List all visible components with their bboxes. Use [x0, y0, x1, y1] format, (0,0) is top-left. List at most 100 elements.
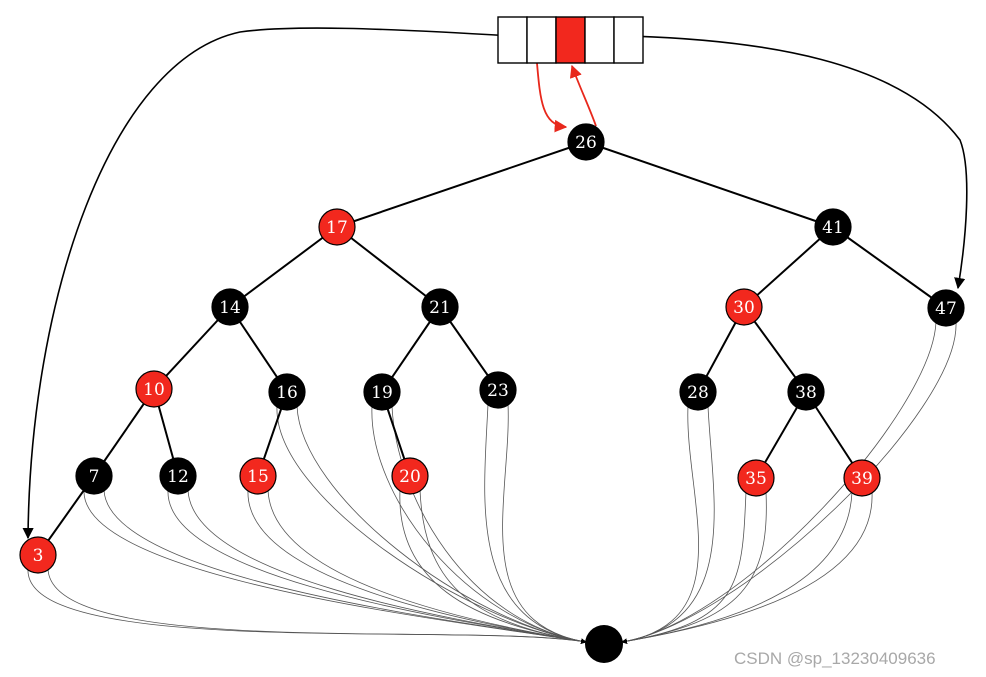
tree-node-7: 7 [75, 457, 113, 495]
node-circle-20 [391, 457, 429, 495]
node-circle-35 [737, 459, 775, 497]
node-label-14: 14 [219, 298, 241, 318]
node-circle-7 [75, 457, 113, 495]
node-label-15: 15 [247, 467, 269, 487]
tree-node-39: 39 [843, 459, 881, 497]
node-circle-3 [19, 536, 57, 574]
nil-link-15-left [247, 489, 587, 643]
tree-node-21: 21 [421, 288, 459, 326]
node-circle-14 [211, 288, 249, 326]
tree-node-38: 38 [787, 373, 825, 411]
tree-node-47: 47 [927, 289, 965, 327]
node-label-41: 41 [822, 218, 844, 238]
node-circle-17 [318, 208, 356, 246]
node-circle-23 [479, 371, 517, 409]
tree-node-23: 23 [479, 371, 517, 409]
nil-link-16-left [276, 405, 587, 643]
nil-link-7-right [103, 489, 587, 644]
node-label-39: 39 [851, 469, 873, 489]
node-label-21: 21 [429, 298, 451, 318]
tree-node-12: 12 [159, 457, 197, 495]
nil-link-3-right [47, 568, 587, 644]
nil-link-39-left [621, 491, 853, 643]
header-cell-1 [497, 16, 528, 64]
nil-link-16-right [296, 405, 587, 644]
node-label-23: 23 [487, 381, 509, 401]
nil-link-28-right [621, 405, 715, 644]
tree-node-28: 28 [679, 373, 717, 411]
node-label-28: 28 [687, 383, 709, 403]
tree-node-19: 19 [363, 373, 401, 411]
tree-node-3: 3 [19, 536, 57, 574]
edge-41-47 [832, 226, 947, 309]
tree-node-17: 17 [318, 208, 356, 246]
node-circle-12 [159, 457, 197, 495]
header-cell-3 [555, 16, 586, 64]
nil-sentinel-node [585, 625, 623, 663]
tree-node-10: 10 [135, 370, 173, 408]
node-circle-19 [363, 373, 401, 411]
node-label-3: 3 [33, 546, 44, 566]
nil-link-28-left [621, 405, 699, 643]
nil-link-19-right [391, 405, 587, 644]
node-circle-26 [567, 123, 605, 161]
header-cell-2 [526, 16, 557, 64]
nil-link-23-right [502, 403, 587, 644]
edge-17-14 [229, 226, 338, 308]
edge-17-21 [336, 226, 441, 308]
nil-link-35-right [621, 491, 767, 644]
node-label-17: 17 [326, 218, 348, 238]
header-cell-4 [584, 16, 615, 64]
edge-41-30 [743, 226, 834, 308]
node-label-47: 47 [935, 299, 957, 319]
node-label-7: 7 [89, 467, 100, 487]
watermark-text: CSDN @sp_13230409636 [734, 649, 936, 668]
node-label-26: 26 [575, 133, 597, 153]
nil-link-47-right [621, 321, 957, 644]
rightmost-pointer [629, 35, 968, 290]
header-pointer-layer [22, 27, 968, 540]
header-cell-5 [613, 16, 644, 64]
tree-node-14: 14 [211, 288, 249, 326]
node-label-16: 16 [276, 383, 298, 403]
nil-link-15-right [267, 489, 587, 644]
node-circle-28 [679, 373, 717, 411]
header-node [497, 16, 644, 64]
nil-link-20-left [399, 489, 587, 643]
nil-link-47-left [621, 321, 937, 643]
edge-26-17 [336, 141, 587, 228]
node-label-12: 12 [167, 467, 189, 487]
nil-link-layer [27, 321, 957, 644]
tree-node-26: 26 [567, 123, 605, 161]
nil-link-7-left [83, 489, 587, 643]
node-circle-10 [135, 370, 173, 408]
tree-node-15: 15 [239, 457, 277, 495]
nil-link-23-left [484, 403, 587, 643]
node-circle-47 [927, 289, 965, 327]
node-circle-16 [268, 373, 306, 411]
tree-node-20: 20 [391, 457, 429, 495]
nil-link-39-right [621, 491, 873, 644]
tree-node-16: 16 [268, 373, 306, 411]
edge-14-10 [153, 306, 231, 390]
node-label-30: 30 [733, 298, 755, 318]
node-circle-39 [843, 459, 881, 497]
node-circle-41 [814, 208, 852, 246]
root-pointer [535, 51, 568, 133]
node-circle-38 [787, 373, 825, 411]
edge-26-41 [585, 141, 834, 228]
parent-pointer [569, 64, 597, 127]
tree-node-30: 30 [725, 288, 763, 326]
nil-link-20-right [419, 489, 587, 644]
nil-link-12-left [167, 489, 587, 643]
leftmost-pointer [22, 27, 513, 540]
node-label-20: 20 [399, 467, 421, 487]
nil-link-12-right [187, 489, 587, 644]
nil-link-3-left [27, 568, 587, 643]
node-label-19: 19 [371, 383, 393, 403]
node-circle-30 [725, 288, 763, 326]
node-circle-21 [421, 288, 459, 326]
